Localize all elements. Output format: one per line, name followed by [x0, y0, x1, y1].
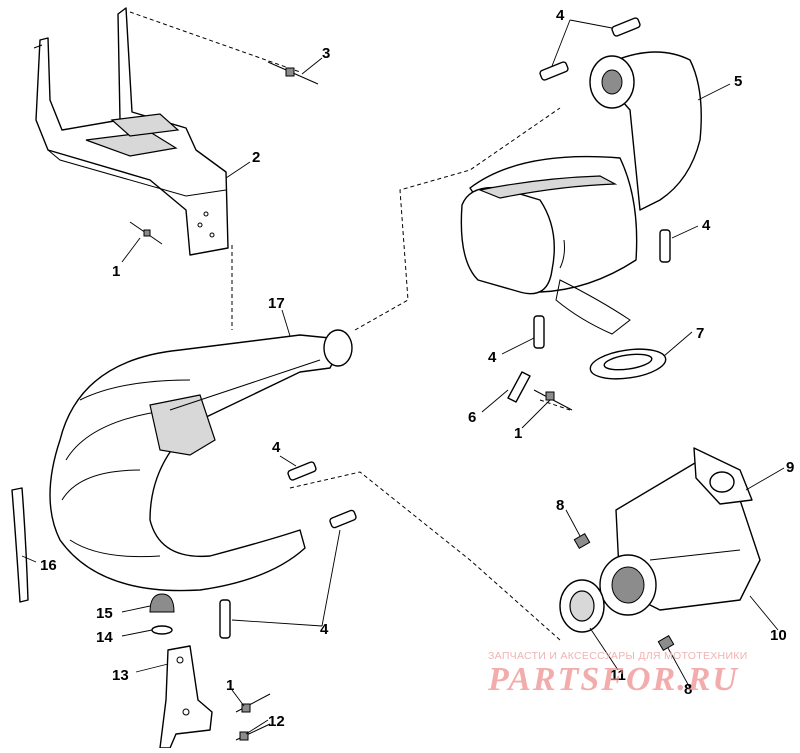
callout-2: 2	[252, 149, 260, 166]
watermark-tagline: ЗАПЧАСТИ И АКСЕССУАРЫ ДЛЯ МОТОТЕХНИКИ	[488, 650, 748, 662]
callout-6: 6	[468, 409, 476, 426]
callout-4: 4	[488, 349, 497, 366]
routing-lines	[129, 11, 571, 641]
watermark-logo: PARTSFOR.RU	[488, 661, 739, 698]
callout-1: 1	[112, 263, 120, 280]
seal-ring-part-11	[559, 579, 605, 633]
springs-part-4	[219, 17, 671, 639]
flange-gasket-part-9	[693, 447, 753, 505]
clip-part-6	[507, 371, 531, 403]
strap-part-16	[11, 487, 29, 603]
callout-16: 16	[40, 557, 57, 574]
callout-4: 4	[320, 621, 329, 638]
callout-10: 10	[770, 627, 787, 644]
callout-1: 1	[514, 425, 522, 442]
leader-lines	[21, 19, 785, 735]
callouts: 1 2 3 4 5 4 4 7 6 1 17 4 9 8 16 10 15 14…	[40, 7, 794, 730]
callout-4: 4	[272, 439, 281, 456]
rubber-mount-part-15	[149, 593, 175, 613]
muffler-part-5	[460, 51, 702, 335]
callout-17: 17	[268, 295, 285, 312]
callout-11: 11	[610, 667, 626, 684]
callout-1: 1	[226, 677, 234, 694]
callout-4: 4	[702, 217, 711, 234]
bracket-part-2	[33, 7, 229, 256]
callout-3: 3	[322, 45, 330, 62]
callout-15: 15	[96, 605, 113, 622]
callout-12: 12	[268, 713, 285, 730]
watermark: ЗАПЧАСТИ И АКСЕССУАРЫ ДЛЯ МОТОТЕХНИКИ PA…	[488, 650, 788, 698]
callout-8: 8	[684, 681, 692, 698]
gasket-part-7	[589, 348, 667, 380]
mount-bracket-part-13	[159, 645, 213, 749]
callout-9: 9	[786, 459, 794, 476]
callout-14: 14	[96, 629, 113, 646]
washer-part-14	[151, 625, 173, 635]
callout-7: 7	[696, 325, 704, 342]
expansion-chamber-part-17	[49, 329, 353, 592]
callout-4: 4	[556, 7, 565, 24]
callout-5: 5	[734, 73, 742, 90]
fasteners	[129, 61, 675, 741]
callout-8: 8	[556, 497, 564, 514]
callout-13: 13	[112, 667, 129, 684]
